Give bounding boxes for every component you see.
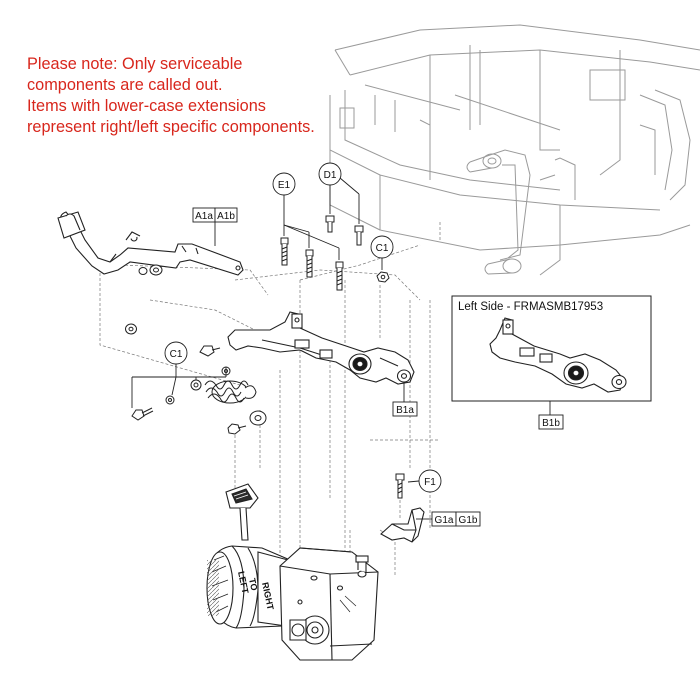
callout-e1 bbox=[272, 172, 340, 260]
callout-d1-text: D1 bbox=[324, 170, 337, 181]
motor-assembly bbox=[206, 483, 379, 661]
b1b-bracket bbox=[489, 317, 627, 393]
callout-c1-top-text: C1 bbox=[376, 243, 389, 254]
a1-nut-washer bbox=[138, 264, 163, 276]
c1-nut-top bbox=[376, 271, 390, 283]
callout-f1-text: F1 bbox=[424, 477, 436, 488]
callout-d1 bbox=[318, 162, 360, 224]
label-b1a: B1a bbox=[396, 405, 414, 416]
callout-f1 bbox=[407, 469, 442, 493]
motor-text-to: TO bbox=[247, 577, 259, 591]
label-g1a: G1a bbox=[435, 515, 454, 526]
b1a-bracket bbox=[227, 311, 415, 385]
service-note: Please note: Only serviceable components… bbox=[27, 54, 357, 138]
f1-screw bbox=[395, 473, 405, 499]
motor-text-left: LEFT bbox=[236, 570, 251, 595]
chassis-frame bbox=[329, 24, 700, 276]
callout-e1-text: E1 bbox=[278, 180, 291, 191]
a1-bracket bbox=[57, 211, 244, 276]
callout-c1-top bbox=[370, 235, 394, 270]
note-line-4: represent right/left specific components… bbox=[27, 118, 315, 136]
callout-c1-left bbox=[131, 341, 227, 408]
label-a1 bbox=[192, 207, 238, 246]
spring-hardware bbox=[131, 345, 267, 435]
e1-screws bbox=[280, 237, 344, 291]
d1-screws bbox=[325, 215, 364, 246]
label-g1-box bbox=[416, 511, 481, 527]
label-a1b: A1b bbox=[217, 211, 235, 222]
label-b1b: B1b bbox=[542, 418, 560, 429]
inset-title: Left Side - FRMASMB17953 bbox=[458, 301, 603, 313]
note-line-2: components are called out. bbox=[27, 76, 223, 94]
washer-left bbox=[125, 323, 137, 335]
label-g1b: G1b bbox=[459, 515, 478, 526]
note-line-1: Please note: Only serviceable bbox=[27, 55, 243, 73]
label-b1a-box bbox=[392, 383, 418, 417]
callout-c1-left-text: C1 bbox=[170, 349, 183, 360]
label-a1a: A1a bbox=[195, 211, 213, 222]
g1-bracket bbox=[380, 507, 425, 543]
inset-panel bbox=[451, 295, 652, 430]
note-line-3: Items with lower-case extensions bbox=[27, 97, 266, 115]
